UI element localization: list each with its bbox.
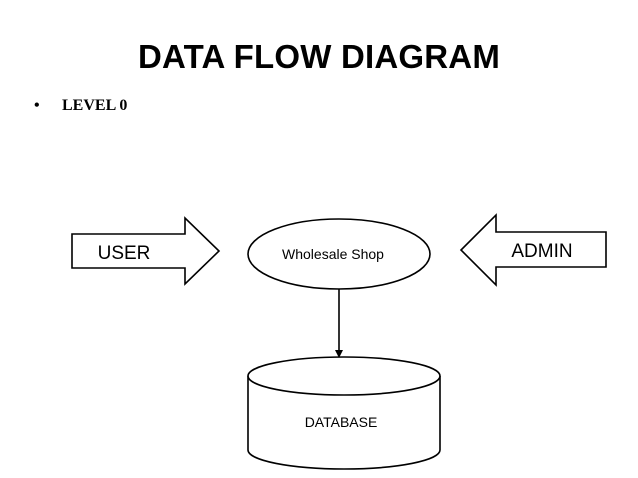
user-arrow-shape bbox=[71, 216, 221, 286]
database-store: DATABASE bbox=[247, 356, 441, 470]
process-label: Wholesale Shop bbox=[282, 246, 384, 262]
admin-label: ADMIN bbox=[511, 241, 572, 262]
database-top bbox=[247, 356, 441, 396]
admin-arrow-shape bbox=[459, 213, 607, 287]
database-label: DATABASE bbox=[305, 414, 378, 430]
level-label: LEVEL 0 bbox=[62, 97, 128, 114]
user-entity: USER bbox=[71, 216, 221, 286]
process-node: Wholesale Shop bbox=[247, 218, 431, 290]
bullet-marker: • bbox=[34, 97, 40, 114]
admin-entity: ADMIN bbox=[459, 213, 607, 287]
user-label: USER bbox=[98, 243, 151, 264]
page-title: DATA FLOW DIAGRAM bbox=[137, 38, 501, 75]
level-bullet: • LEVEL 0 bbox=[34, 97, 127, 115]
database-body bbox=[247, 376, 441, 470]
